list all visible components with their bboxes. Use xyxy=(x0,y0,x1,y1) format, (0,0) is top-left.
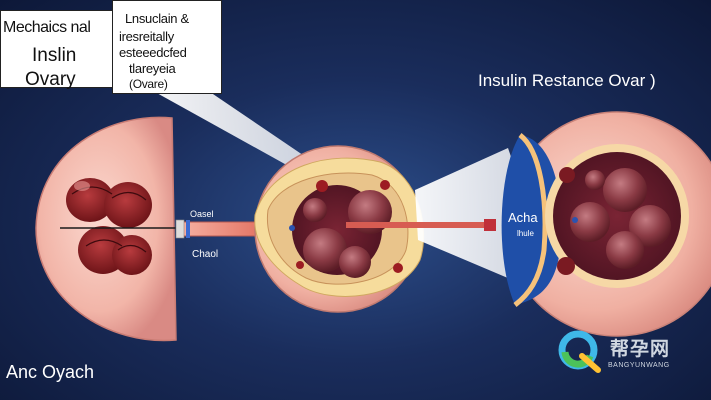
right-cavity xyxy=(553,152,681,280)
bottom-left-label: Anc Oyach xyxy=(6,362,95,382)
q-logo-icon xyxy=(558,330,601,373)
zoom-label: Acha xyxy=(508,210,538,225)
note-line-3: esteeedcfed xyxy=(119,45,187,60)
center-cyst-3 xyxy=(339,246,371,278)
title-label-box: Mechaics nal Inslin Ovary xyxy=(0,10,114,90)
right-cyst-4 xyxy=(606,231,644,269)
center-cyst-4 xyxy=(303,198,327,222)
center-red-dot-3 xyxy=(393,263,403,273)
title-line-3: Ovary xyxy=(25,69,76,90)
zoom-pointer-tip xyxy=(484,219,496,231)
center-ovary-section xyxy=(254,145,425,313)
tube-band xyxy=(186,220,190,238)
watermark-en: BANGYUNWANG xyxy=(608,362,670,369)
note-label-box: Lnsuclain & iresreitally esteeedcfed tla… xyxy=(112,0,222,94)
right-cyst-2 xyxy=(570,202,610,242)
right-blue-region xyxy=(501,135,562,305)
connector-tube xyxy=(175,219,275,239)
tube-cap xyxy=(175,219,185,239)
watermark-cn: 帮孕网 xyxy=(610,339,671,360)
left-follicle-highlight xyxy=(74,181,90,191)
right-cyst-1 xyxy=(603,168,647,212)
right-blue-dot xyxy=(572,217,578,223)
note-line-4: tlareyeia xyxy=(129,61,176,76)
note-line-1: Lnsuclain & xyxy=(125,11,189,26)
right-dark-dot-1 xyxy=(559,167,575,183)
right-title-label: Insulin Restance Ovar ) xyxy=(478,71,656,90)
center-red-dot-4 xyxy=(296,261,304,269)
note-line-2: iresreitally xyxy=(119,29,174,44)
center-blue-dot xyxy=(289,225,295,231)
left-follicle-texture xyxy=(71,186,147,253)
right-dark-dot-2 xyxy=(557,257,575,275)
title-line-1: Mechaics nal xyxy=(3,19,91,36)
zoom-sublabel: lhule xyxy=(517,229,534,238)
center-red-dot-1 xyxy=(316,180,328,192)
left-follicle-4 xyxy=(112,235,152,275)
note-line-5: (Ovare) xyxy=(129,77,168,91)
left-ovary-section xyxy=(35,116,182,342)
title-line-2: Inslin xyxy=(32,45,77,66)
left-small-top-label: Oasel xyxy=(190,209,214,219)
center-cyst-2 xyxy=(303,228,347,272)
right-ovary-section xyxy=(501,111,711,337)
right-blue-border xyxy=(513,133,548,307)
left-follicle-2 xyxy=(104,182,152,228)
right-cyst-3 xyxy=(629,205,671,247)
center-red-dot-2 xyxy=(380,180,390,190)
callout-wedge xyxy=(155,92,325,178)
left-small-bottom-label: Chaol xyxy=(192,249,219,260)
right-cyst-5 xyxy=(585,170,605,190)
